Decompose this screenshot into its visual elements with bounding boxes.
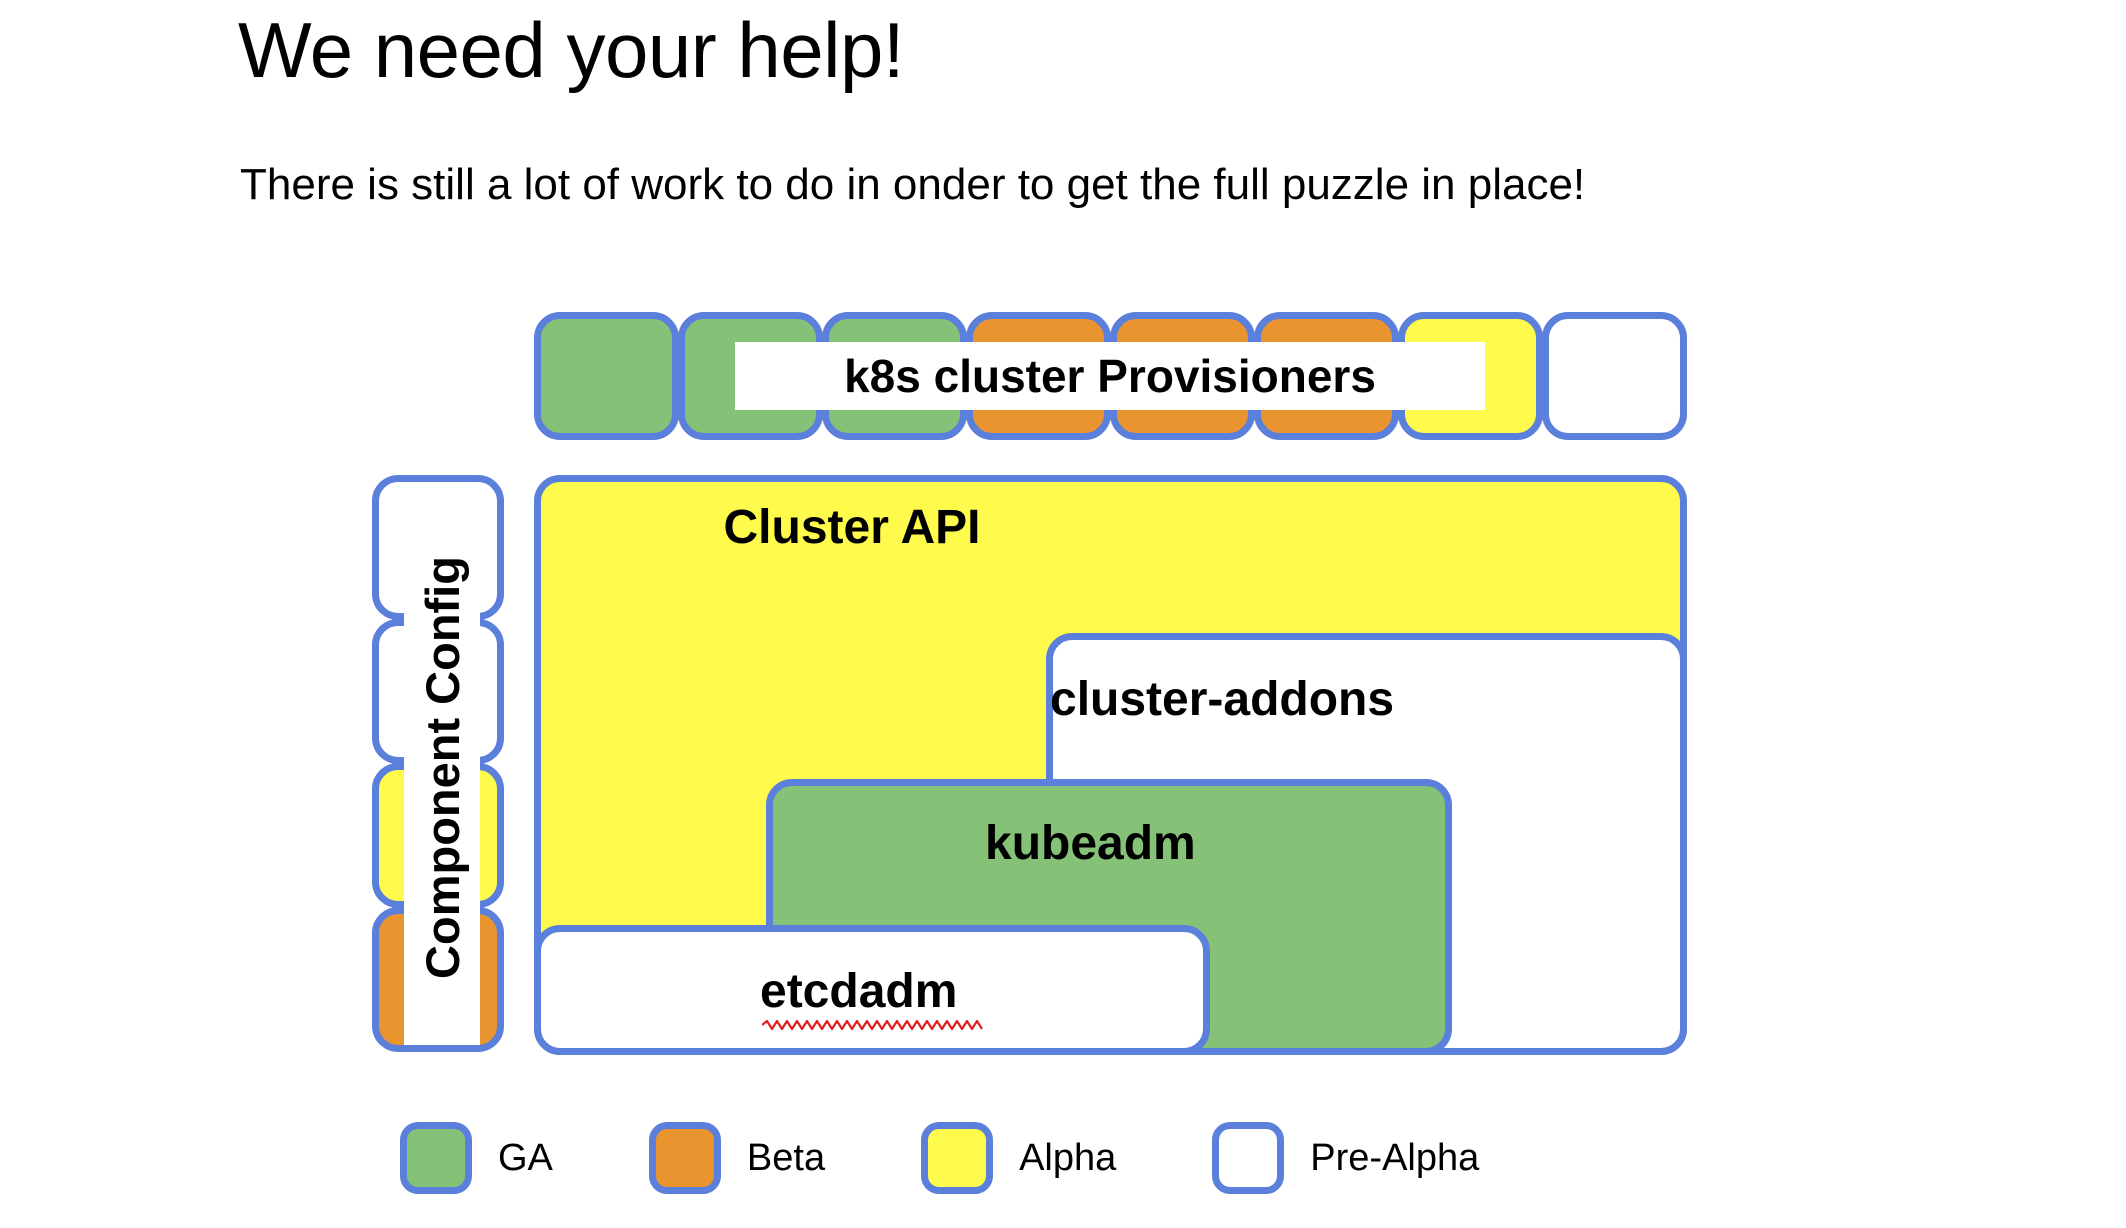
spellcheck-squiggle-icon xyxy=(762,1020,983,1030)
layer-etcdadm[interactable] xyxy=(534,925,1210,1055)
legend-label-ga: GA xyxy=(498,1136,553,1179)
legend-label-alpha: Alpha xyxy=(1019,1136,1117,1179)
provisioner-row-label: k8s cluster Provisioners xyxy=(735,342,1485,410)
legend-label-beta: Beta xyxy=(746,1136,826,1179)
legend-item-beta[interactable]: Beta xyxy=(648,1122,826,1194)
page-subtitle: There is still a lot of work to do in on… xyxy=(240,160,1586,209)
legend-item-ga[interactable]: GA xyxy=(400,1122,553,1194)
component-config-label-text: Component Config xyxy=(415,555,469,979)
legend-label-prealpha: Pre-Alpha xyxy=(1310,1136,1480,1179)
provisioner-tile-8[interactable] xyxy=(1542,312,1687,440)
layer-kubeadm-label: kubeadm xyxy=(985,817,1196,870)
layer-etcdadm-label: etcdadm xyxy=(760,965,958,1018)
layer-cluster-api-label: Cluster API xyxy=(723,501,981,554)
page-title: We need your help! xyxy=(238,6,905,94)
layer-cluster-addons-label: cluster-addons xyxy=(1050,673,1395,726)
legend-swatch-prealpha-icon xyxy=(1212,1122,1285,1194)
legend-swatch-ga-icon xyxy=(400,1122,472,1194)
legend-item-prealpha[interactable]: Pre-Alpha xyxy=(1212,1122,1479,1194)
provisioner-tile-1[interactable] xyxy=(534,312,679,440)
component-config-label: Component Config xyxy=(404,489,480,1045)
legend-item-alpha[interactable]: Alpha xyxy=(921,1122,1116,1194)
legend-swatch-beta-icon xyxy=(648,1122,721,1194)
maturity-legend: GA Beta Alpha Pre-Alpha xyxy=(400,1118,1575,1198)
legend-swatch-alpha-icon xyxy=(921,1122,994,1194)
